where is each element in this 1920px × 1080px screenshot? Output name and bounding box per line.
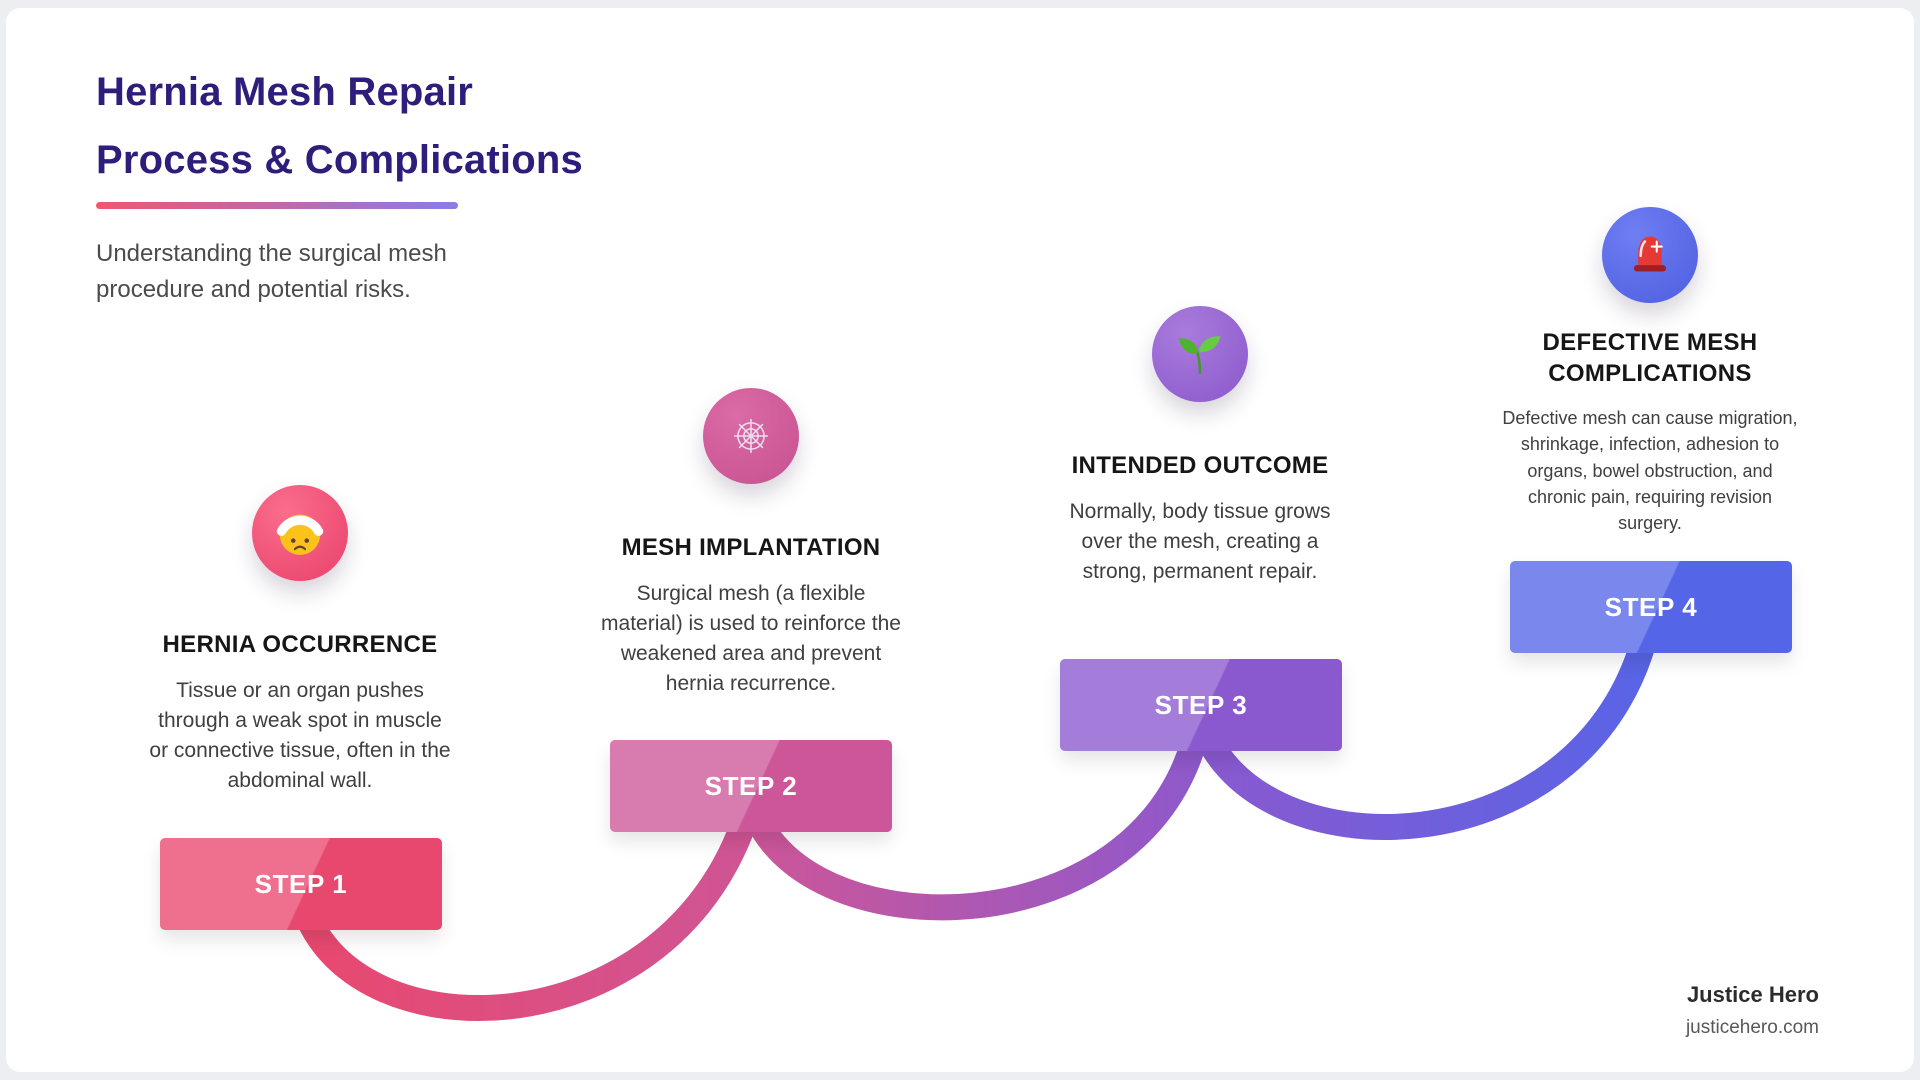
seedling-icon: [1178, 336, 1221, 374]
step3-column: INTENDED OUTCOME Normally, body tissue g…: [1040, 306, 1360, 587]
step3-icon-badge: [1152, 306, 1248, 402]
page-title-line1: Hernia Mesh Repair: [96, 70, 474, 114]
step4-description: Defective mesh can cause migration, shri…: [1502, 408, 1798, 533]
footer: Justice Hero justicehero.com: [1686, 982, 1819, 1039]
step2-icon-badge: [703, 388, 799, 484]
page-title-line2: Process & Complications: [96, 138, 583, 182]
connector-curve-3: [1187, 612, 1663, 840]
step2-description: Surgical mesh (a flexible material) is u…: [601, 582, 901, 695]
gradient-divider: [96, 202, 458, 209]
mesh-web-icon: [734, 419, 768, 453]
bandaged-face-icon: [276, 514, 324, 555]
connector-curve-2: [738, 712, 1213, 921]
siren-icon: [1633, 236, 1667, 272]
step1-icon-badge: [252, 485, 348, 581]
step2-heading: MESH IMPLANTATION: [621, 534, 881, 561]
page-subtitle: Understanding the surgical mesh procedur…: [96, 240, 447, 303]
page-title: Hernia Mesh Repair Process & Complicatio…: [96, 58, 583, 194]
step4-column: DEFECTIVE MESH COMPLICATIONS Defective m…: [1490, 207, 1810, 536]
step1-description: Tissue or an organ pushes through a weak…: [149, 679, 451, 792]
step4-icon-badge: [1602, 207, 1698, 303]
step3-heading: INTENDED OUTCOME: [1071, 452, 1329, 479]
step1-box: STEP 1: [160, 838, 442, 930]
step3-box: STEP 3: [1060, 659, 1342, 751]
brand-website: justicehero.com: [1685, 1017, 1819, 1038]
step2-column: MESH IMPLANTATION Surgical mesh (a flexi…: [591, 388, 911, 698]
step3-label: STEP 3: [1154, 689, 1248, 720]
brand-name: Justice Hero: [1686, 982, 1819, 1007]
step4-heading: DEFECTIVE MESH COMPLICATIONS: [1542, 329, 1758, 388]
step1-label: STEP 1: [254, 868, 348, 899]
infographic-canvas: Hernia Mesh Repair Process & Complicatio…: [6, 8, 1914, 1072]
step3-description: Normally, body tissue grows over the mes…: [1069, 500, 1331, 583]
step4-box: STEP 4: [1510, 561, 1792, 653]
step2-label: STEP 2: [704, 770, 798, 801]
step1-column: HERNIA OCCURRENCE Tissue or an organ pus…: [140, 485, 460, 795]
step1-heading: HERNIA OCCURRENCE: [162, 631, 438, 658]
connector-curve-1: [287, 796, 764, 1022]
step-connector-curves: [287, 612, 1663, 1022]
step4-label: STEP 4: [1604, 591, 1698, 622]
step2-box: STEP 2: [610, 740, 892, 832]
